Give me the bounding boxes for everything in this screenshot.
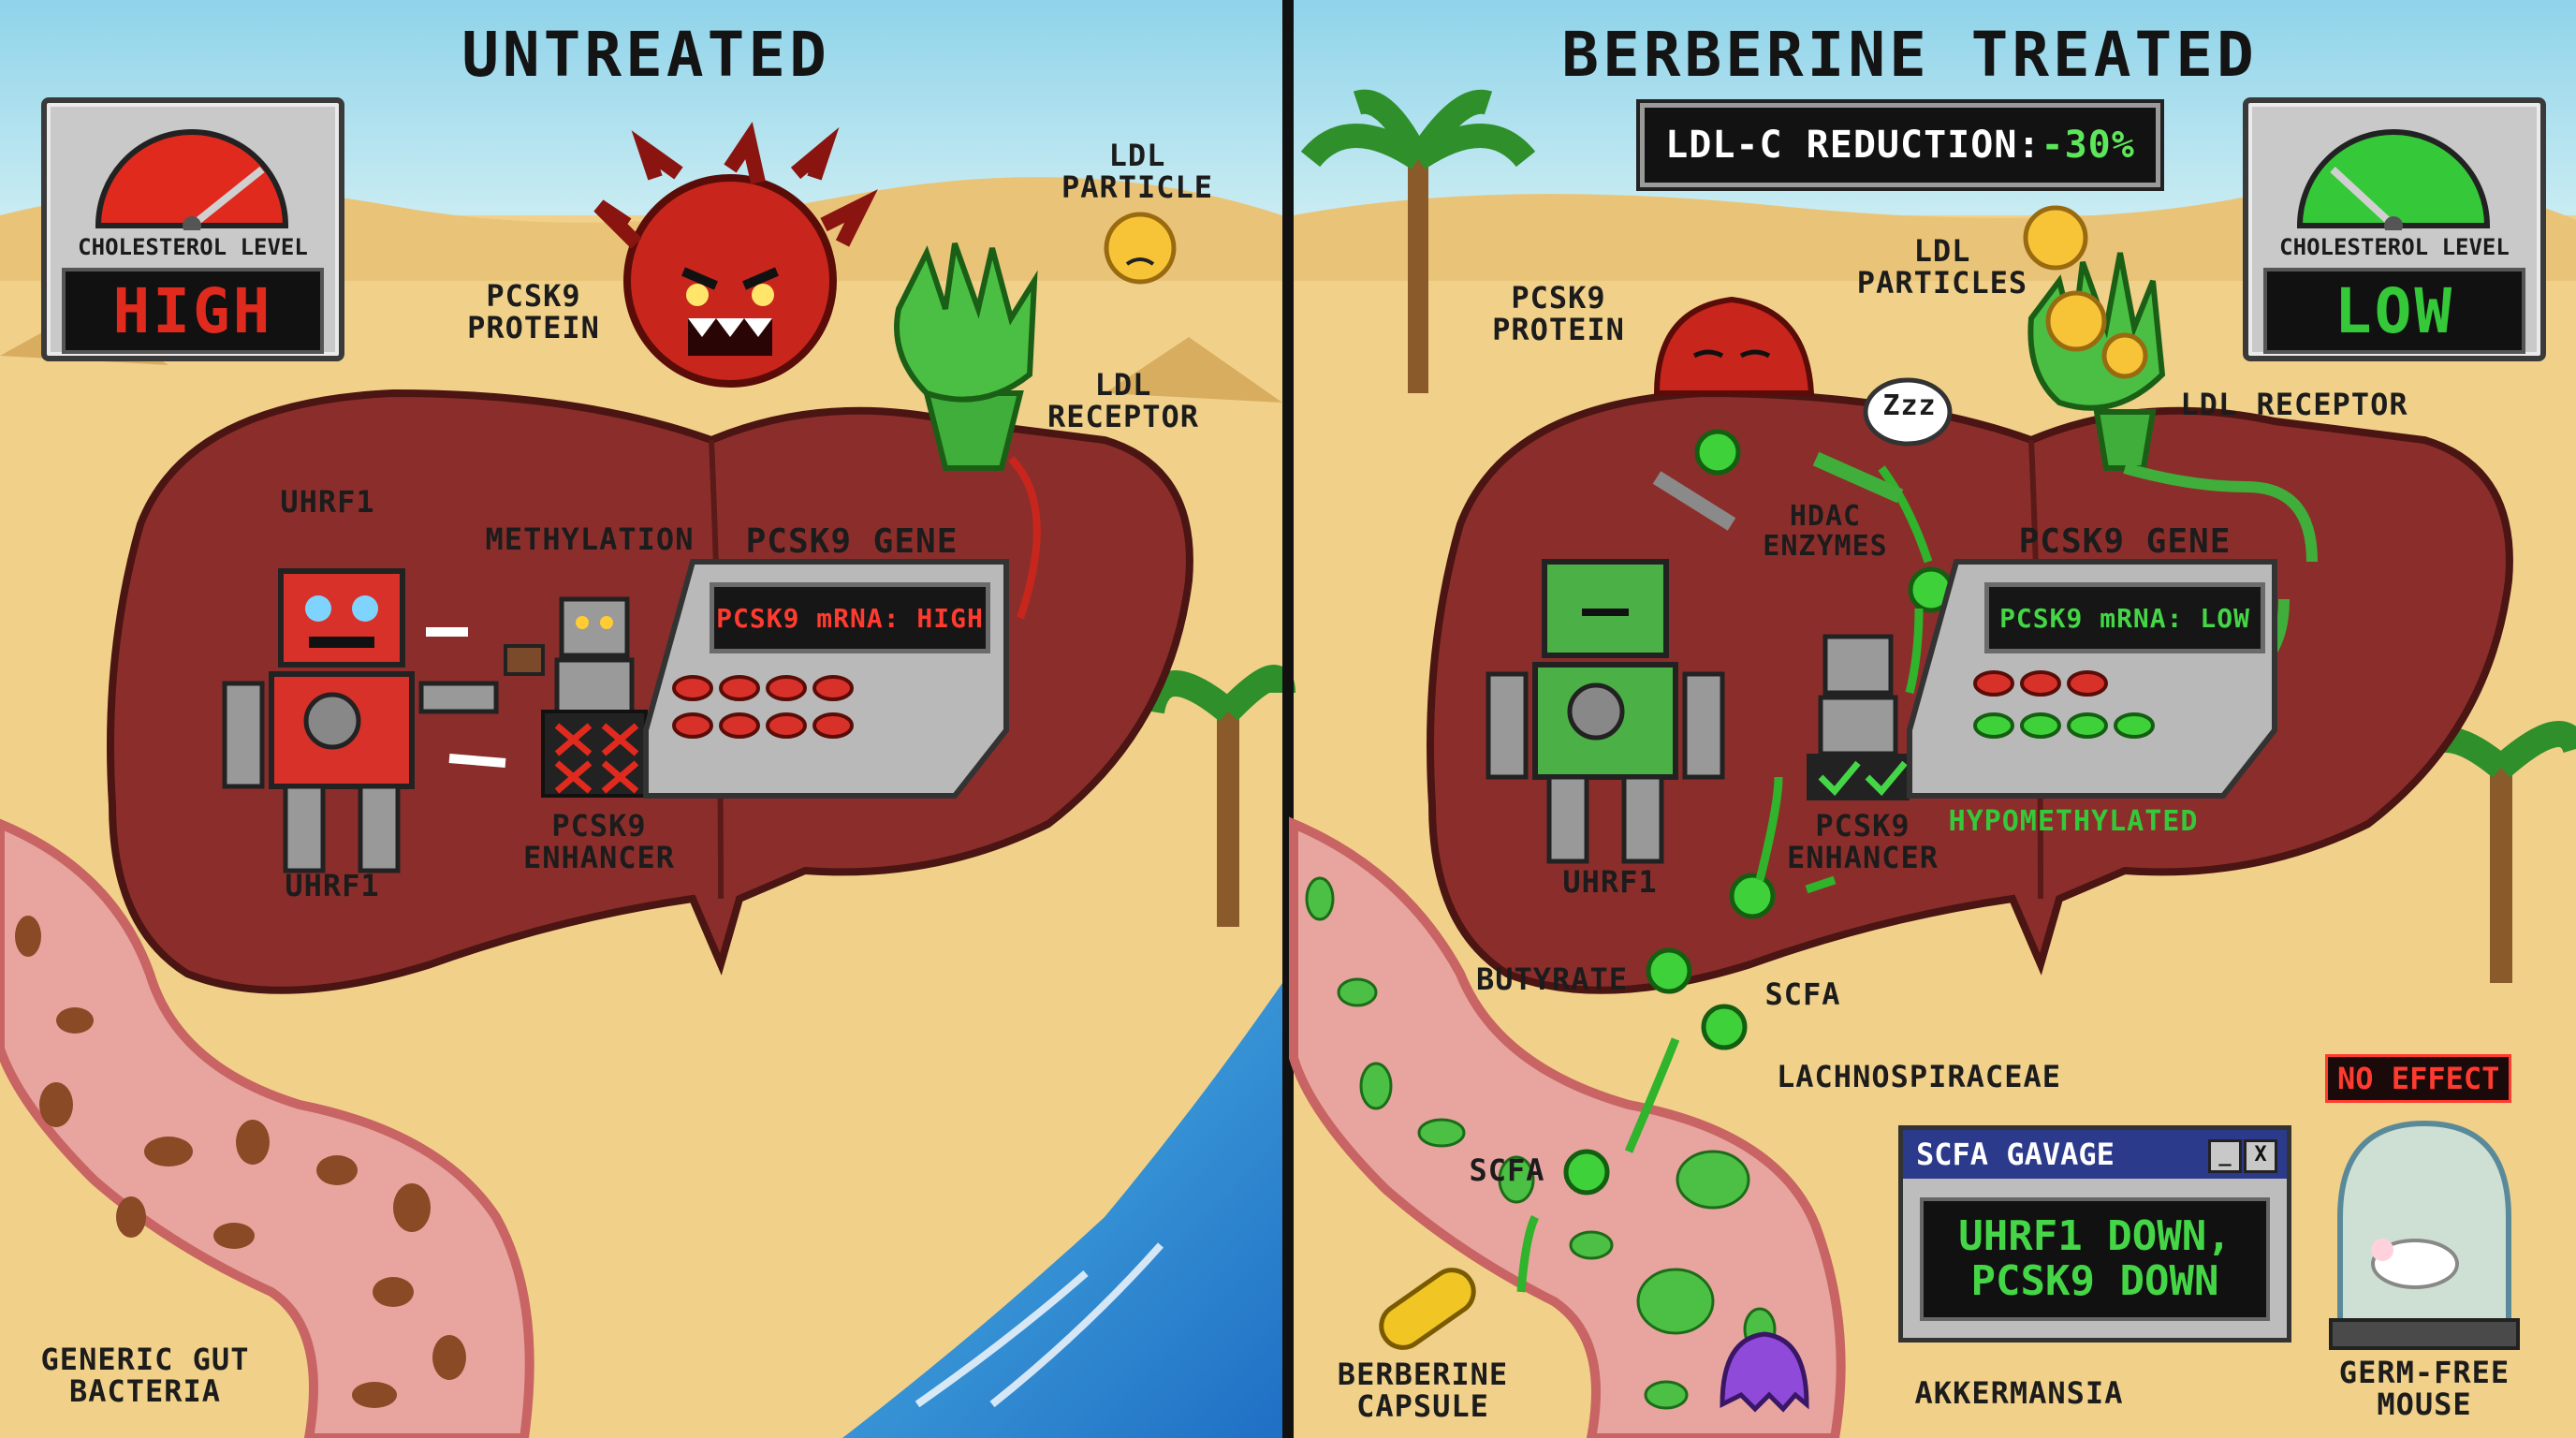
palm-tree-right-top (1300, 89, 1536, 393)
label-uhrf1-bottom: UHRF1 (285, 868, 380, 903)
label-uhrf1-top: UHRF1 (280, 484, 375, 520)
ldl-c-reduction-label: LDL-C REDUCTION: (1665, 124, 2042, 167)
ldl-receptor-hand-left (894, 242, 1041, 620)
cholesterol-level-value: HIGH (62, 268, 324, 354)
label-germ-free-mouse: GERM-FREE MOUSE (2338, 1355, 2510, 1422)
akkermansia-blob (1720, 1331, 1809, 1413)
label-ldl-receptor-right: LDL RECEPTOR (2180, 387, 2408, 422)
scfa-gavage-window: SCFA GAVAGE _ X UHRF1 DOWN, PCSK9 DOWN (1898, 1125, 2291, 1343)
label-scfa-upper: SCFA (1764, 976, 1841, 1012)
label-pcsk9-gene-right: PCSK9 GENE (2018, 522, 2232, 561)
beneficial-gut-bacteria (1305, 876, 1777, 1410)
cholesterol-level-label: CHOLESTEROL LEVEL (78, 234, 308, 260)
hdac-wrenches (1652, 451, 1904, 531)
cholesterol-level-value: LOW (2263, 268, 2525, 354)
label-methylation: METHYLATION (485, 521, 695, 557)
label-akkermansia: AKKERMANSIA (1914, 1375, 2124, 1411)
left-title: UNTREATED (461, 19, 830, 91)
uhrf1-robot-red (222, 568, 499, 873)
generic-gut-bacteria (15, 916, 466, 1408)
zzz-bubble (1863, 377, 1953, 447)
label-hdac-enzymes: HDAC ENZYMES (1763, 500, 1888, 563)
close-button[interactable]: X (2244, 1139, 2277, 1173)
left-arrows (426, 627, 506, 768)
scfa-gavage-titlebar: SCFA GAVAGE _ X (1903, 1130, 2287, 1179)
label-ldl-particle-left: LDL PARTICLE (1061, 138, 1214, 205)
scfa-gavage-result: UHRF1 DOWN, PCSK9 DOWN (1920, 1197, 2270, 1321)
pcsk9-mrna-screen-left: PCSK9 mRNA: HIGH (710, 582, 990, 653)
scfa-gavage-title: SCFA GAVAGE (1916, 1137, 2115, 1172)
minimize-button[interactable]: _ (2208, 1139, 2242, 1173)
pcsk9-enhancer-blocked (541, 710, 648, 798)
no-effect-badge: NO EFFECT (2325, 1054, 2512, 1103)
label-ldl-receptor-left: LDL RECEPTOR (1046, 367, 1200, 434)
label-berberine-capsule: BERBERINE CAPSULE (1337, 1357, 1509, 1424)
scfa-molecules (1563, 429, 1954, 1196)
uhrf1-robot-green (1486, 559, 1725, 864)
label-pcsk9-enhancer-left: PCSK9 ENHANCER (522, 808, 676, 875)
flow-arrows (1516, 465, 1933, 1293)
ocean (842, 983, 1282, 1438)
label-uhrf1-right: UHRF1 (1562, 864, 1658, 900)
label-pcsk9-protein-right: PCSK9 PROTEIN (1492, 280, 1625, 347)
cholesterol-level-label: CHOLESTEROL LEVEL (2279, 234, 2510, 260)
cholesterol-meter-left: CHOLESTEROL LEVEL HIGH (41, 97, 344, 361)
label-generic-gut-bacteria: GENERIC GUT BACTERIA (40, 1342, 250, 1409)
pcsk9-mrna-screen-right: PCSK9 mRNA: LOW (1984, 582, 2265, 653)
methylation-robot (504, 596, 635, 719)
ldl-particles-right (2023, 205, 2148, 379)
pcsk9-protein-monster (593, 121, 878, 388)
germ-free-mouse-dome (2329, 1120, 2520, 1350)
label-butyrate: BUTYRATE (1475, 961, 1629, 997)
ldl-c-reduction-value: -30% (2041, 124, 2135, 167)
label-pcsk9-protein-left: PCSK9 PROTEIN (467, 278, 600, 345)
label-ldl-particles-right: LDL PARTICLES (1856, 233, 2028, 301)
pcsk9-enhancer-open (1807, 754, 1910, 800)
label-hypomethylated: HYPOMETHYLATED (1948, 805, 2199, 838)
berberine-capsule (1379, 1268, 1476, 1350)
ldl-particle-left (1104, 212, 1177, 285)
gauge-icon (2296, 129, 2491, 230)
label-pcsk9-gene-left: PCSK9 GENE (745, 522, 959, 561)
cholesterol-meter-right: CHOLESTEROL LEVEL LOW (2243, 97, 2546, 361)
right-title: BERBERINE TREATED (1561, 19, 2258, 91)
gauge-icon (95, 129, 289, 230)
panel-divider (1282, 0, 1294, 1438)
label-scfa-lower: SCFA (1469, 1152, 1545, 1188)
label-lachnospiraceae: LACHNOSPIRACEAE (1777, 1059, 2061, 1094)
label-zzz: Zzz (1882, 389, 1937, 422)
sleeping-robot (1818, 634, 1898, 756)
label-pcsk9-enhancer-right: PCSK9 ENHANCER (1786, 808, 1939, 875)
pcsk9-protein-sleeping (1653, 296, 1815, 396)
ldl-c-reduction-banner: LDL-C REDUCTION: -30% (1636, 99, 2164, 191)
